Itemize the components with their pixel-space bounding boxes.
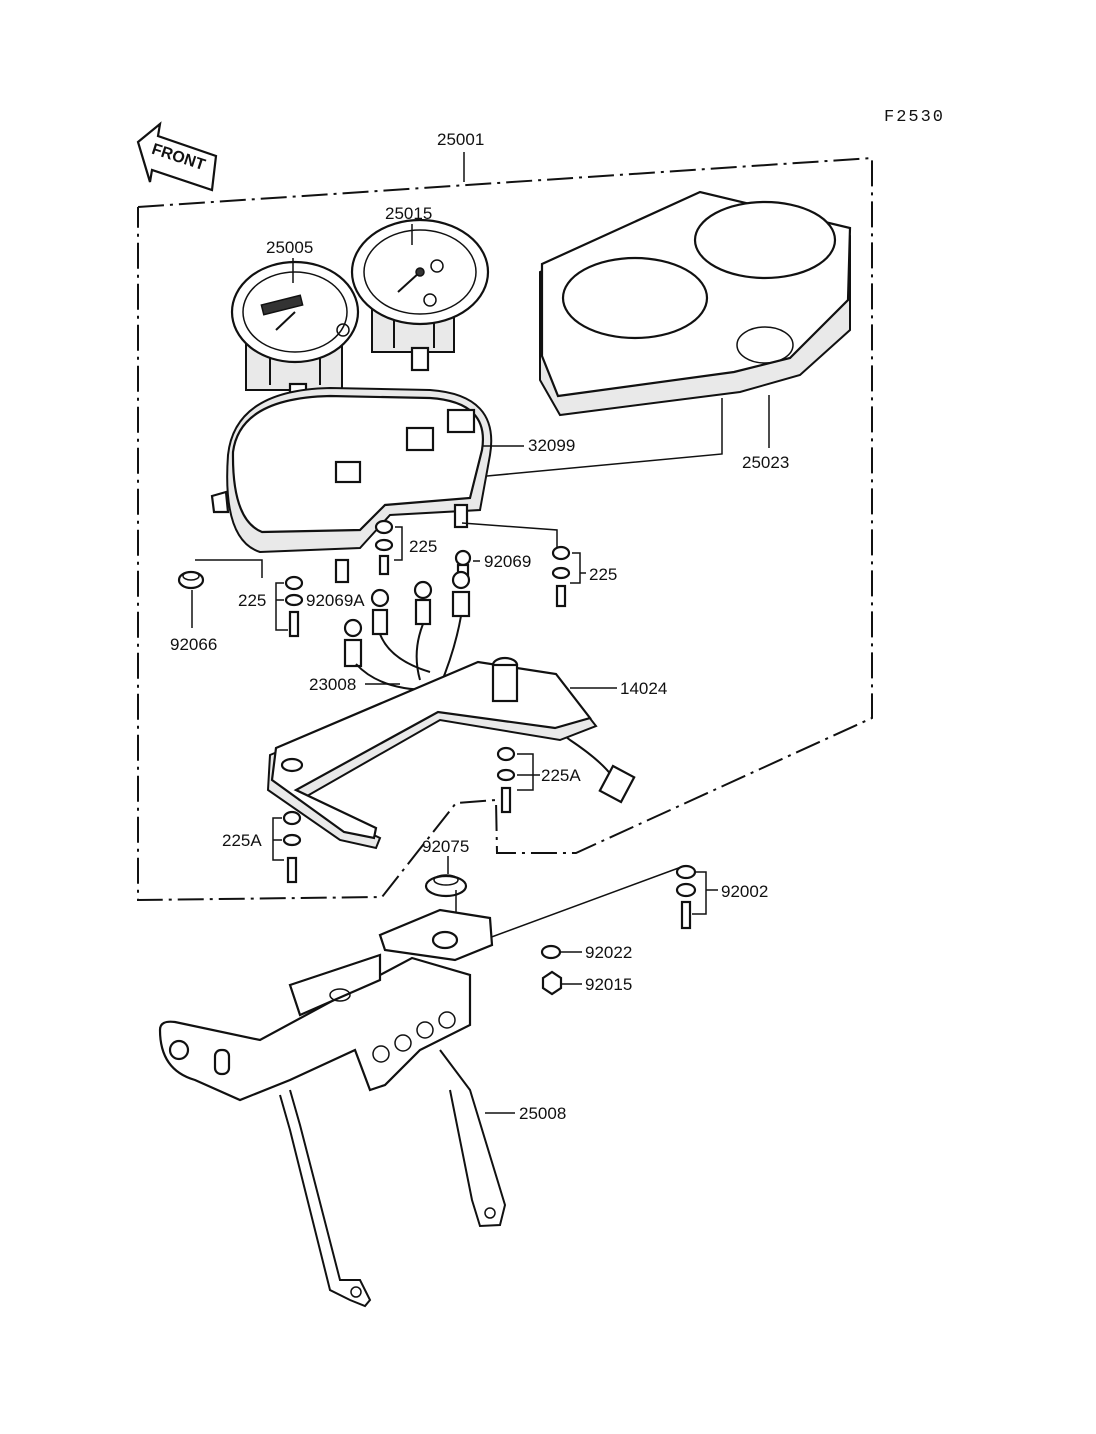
meter-cover-25023 bbox=[539, 190, 852, 417]
meter-stay-25008 bbox=[158, 908, 507, 1308]
nut-92015 bbox=[541, 970, 563, 996]
label-92069: 92069 bbox=[484, 552, 531, 571]
label-25023: 25023 bbox=[742, 453, 789, 472]
leader-225-right-case bbox=[461, 522, 558, 548]
meter-25005 bbox=[230, 260, 360, 408]
label-92075: 92075 bbox=[422, 837, 469, 856]
meter-case-32099 bbox=[210, 386, 493, 584]
label-92069A: 92069A bbox=[306, 591, 365, 610]
label-92066: 92066 bbox=[170, 635, 217, 654]
leader-225A-right bbox=[517, 753, 534, 791]
leader-92066-case bbox=[195, 559, 263, 578]
grommet-92075 bbox=[424, 874, 468, 898]
label-25015: 25015 bbox=[385, 204, 432, 223]
front-arrow-icon: FRONT bbox=[136, 121, 218, 192]
label-225-right: 225 bbox=[589, 565, 617, 584]
wiring-harness-23008 bbox=[343, 570, 636, 804]
leader-25023-b bbox=[486, 398, 723, 477]
leader-225A-left bbox=[272, 817, 284, 861]
assembly-boundary bbox=[137, 156, 873, 902]
label-92022: 92022 bbox=[585, 943, 632, 962]
screw-set-225-right bbox=[551, 545, 571, 608]
label-225A-left: 225A bbox=[222, 831, 262, 850]
grommet-92066 bbox=[177, 570, 205, 590]
label-25001: 25001 bbox=[437, 130, 484, 149]
screw-set-225A-right bbox=[496, 746, 516, 814]
figure-code: F2530 bbox=[884, 108, 945, 127]
leader-92002 bbox=[692, 871, 707, 915]
bolt-set-92002 bbox=[675, 864, 697, 930]
label-225-left: 225 bbox=[238, 591, 266, 610]
label-14024: 14024 bbox=[620, 679, 667, 698]
bulb-92069 bbox=[454, 549, 472, 577]
label-32099: 32099 bbox=[528, 436, 575, 455]
label-92015: 92015 bbox=[585, 975, 632, 994]
screw-set-225-middle bbox=[374, 519, 394, 576]
mount-line-92002 bbox=[477, 865, 685, 943]
label-225A-right: 225A bbox=[541, 766, 581, 785]
washer-92022 bbox=[540, 944, 562, 960]
screw-set-225-left bbox=[284, 575, 304, 638]
screw-set-225A-left bbox=[282, 810, 302, 884]
meter-bracket-14024 bbox=[266, 656, 598, 850]
leader-225-left bbox=[275, 582, 288, 631]
label-225-middle: 225 bbox=[409, 537, 437, 556]
meter-25015 bbox=[350, 218, 490, 372]
label-23008: 23008 bbox=[309, 675, 356, 694]
label-92002: 92002 bbox=[721, 882, 768, 901]
label-25008: 25008 bbox=[519, 1104, 566, 1123]
leader-225-middle bbox=[394, 526, 403, 561]
label-25005: 25005 bbox=[266, 238, 313, 257]
leader-225-right bbox=[570, 552, 581, 584]
